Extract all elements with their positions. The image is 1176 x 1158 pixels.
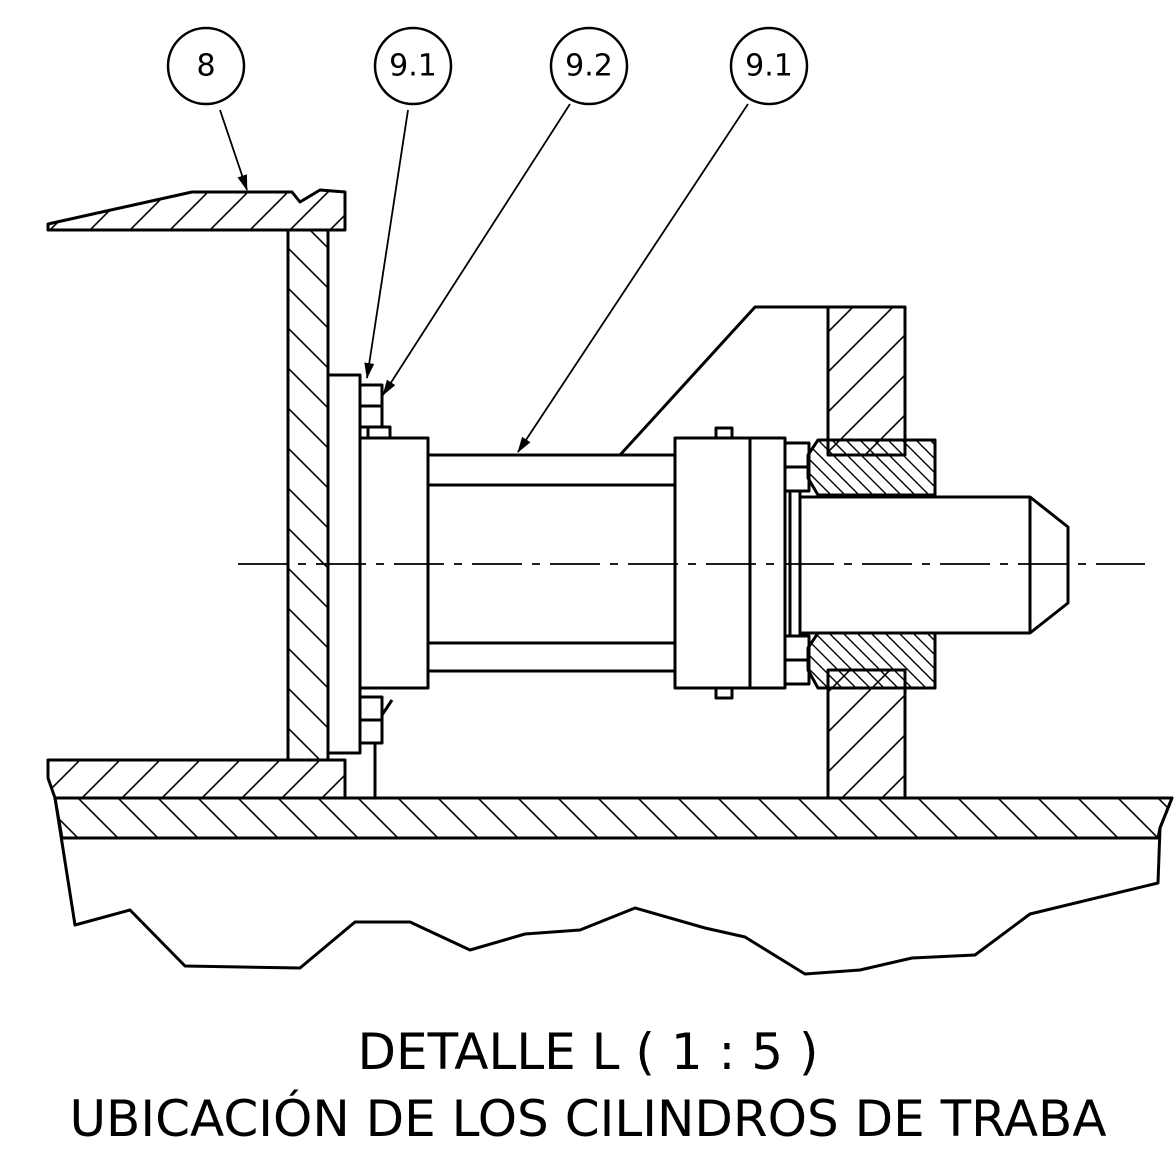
piston-rod xyxy=(798,495,1070,635)
leader-8 xyxy=(219,109,248,191)
leader-9-1-b xyxy=(517,103,749,453)
bushing-lower xyxy=(806,631,937,690)
detail-subtitle: UBICACIÓN DE LOS CILINDROS DE TRABA xyxy=(69,1090,1107,1148)
detail-title: DETALLE L ( 1 : 5 ) xyxy=(357,1023,819,1081)
cylinder-rear-flange xyxy=(358,436,430,690)
guide-block-upper xyxy=(826,305,907,457)
cylinder-front-cap xyxy=(748,436,787,690)
balloon-9-2: 9.2 xyxy=(549,26,629,106)
cylinder-front-head xyxy=(673,436,752,690)
bottom-flange xyxy=(46,758,347,800)
balloon-8: 8 xyxy=(166,26,246,106)
balloon-9-1-a: 9.1 xyxy=(373,26,453,106)
grease-nipple-top xyxy=(714,426,734,440)
svg-text:9.1: 9.1 xyxy=(389,49,437,84)
top-flange xyxy=(46,188,347,232)
gusset-bracket xyxy=(618,305,828,457)
svg-text:9.1: 9.1 xyxy=(745,49,793,84)
base-structure xyxy=(53,796,1174,976)
base-plate-section xyxy=(53,796,1174,840)
svg-text:8: 8 xyxy=(196,49,215,84)
leader-9-2 xyxy=(382,103,571,396)
svg-text:9.2: 9.2 xyxy=(565,49,613,84)
cylinder-barrel xyxy=(426,453,677,673)
balloon-9-1-b: 9.1 xyxy=(729,26,809,106)
leader-9-1-a xyxy=(364,109,409,379)
vertical-web xyxy=(286,228,330,762)
grease-nipple-bottom xyxy=(714,686,734,700)
bushing-upper xyxy=(806,438,937,497)
